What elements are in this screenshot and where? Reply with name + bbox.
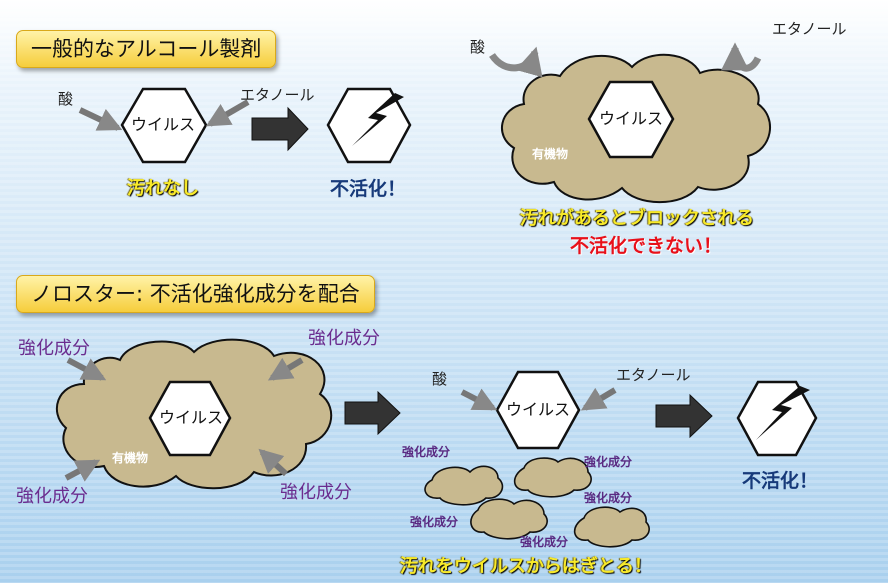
ethanol-label: エタノール bbox=[240, 86, 315, 104]
enhancer-arrow-1 bbox=[66, 357, 107, 381]
enhancer-label-1: 強化成分 bbox=[18, 338, 90, 359]
enhancer-arrow-2 bbox=[267, 357, 304, 381]
acid-label-blocked: 酸 bbox=[470, 38, 486, 56]
enhancer-small-5: 強化成分 bbox=[520, 535, 569, 549]
ethanol-arrow bbox=[205, 99, 250, 127]
enhancer-small-1: 強化成分 bbox=[402, 445, 451, 459]
enhancer-arrow-3 bbox=[64, 459, 101, 482]
enhancer-arrow-4 bbox=[258, 448, 289, 477]
ethanol-arrow-2 bbox=[580, 387, 617, 411]
blocked-message-line2: 不活化できない！ bbox=[570, 235, 723, 257]
norosta-title: ノロスター: 不活化強化成分を配合 bbox=[16, 275, 375, 313]
general-alcohol-title: 一般的なアルコール製剤 bbox=[16, 30, 277, 68]
stripped-dirt-blobs bbox=[424, 457, 650, 548]
acid-arrow bbox=[78, 107, 123, 131]
no-dirt-label: 汚れなし bbox=[127, 178, 199, 199]
lightning-icon-2 bbox=[756, 386, 810, 440]
lightning-icon bbox=[352, 93, 404, 146]
enhancer-label-2: 強化成分 bbox=[308, 328, 380, 349]
process-arrow-1 bbox=[251, 106, 309, 152]
ethanol-deflect-arrow bbox=[721, 42, 762, 72]
organic-label-bottom: 有機物 bbox=[112, 451, 149, 465]
acid-arrow-2 bbox=[460, 388, 498, 411]
process-arrow-2 bbox=[344, 390, 401, 436]
virus-hexagon-blocked bbox=[587, 80, 675, 159]
enhancer-small-3: 強化成分 bbox=[584, 491, 633, 505]
inactivated-virus-hexagon-1 bbox=[326, 87, 412, 164]
acid-label-stripped: 酸 bbox=[432, 370, 448, 388]
virus-label-blocked: ウイルス bbox=[599, 109, 664, 128]
process-arrow-3 bbox=[655, 393, 713, 439]
virus-label: ウイルス bbox=[131, 115, 196, 134]
enhancer-label-3: 強化成分 bbox=[16, 486, 88, 507]
strip-dirt-message: 汚れをウイルスからはぎとる！ bbox=[400, 556, 652, 577]
blocked-message-line1: 汚れがあるとブロックされる bbox=[520, 208, 754, 229]
virus-hexagon-covered bbox=[148, 380, 232, 457]
organic-label-top: 有機物 bbox=[532, 147, 569, 161]
inactivated-label-2: 不活化！ bbox=[742, 470, 819, 492]
inactivated-label: 不活化！ bbox=[330, 178, 407, 200]
virus-label-stripped: ウイルス bbox=[506, 400, 571, 419]
acid-deflect-arrow bbox=[489, 46, 543, 78]
enhancer-small-2: 強化成分 bbox=[584, 455, 633, 469]
ethanol-label-stripped: エタノール bbox=[616, 366, 691, 384]
virus-label-covered: ウイルス bbox=[159, 408, 224, 427]
enhancer-label-4: 強化成分 bbox=[280, 482, 352, 503]
enhancer-small-4: 強化成分 bbox=[410, 515, 459, 529]
acid-label: 酸 bbox=[58, 90, 74, 108]
ethanol-label-blocked: エタノール bbox=[772, 20, 847, 38]
